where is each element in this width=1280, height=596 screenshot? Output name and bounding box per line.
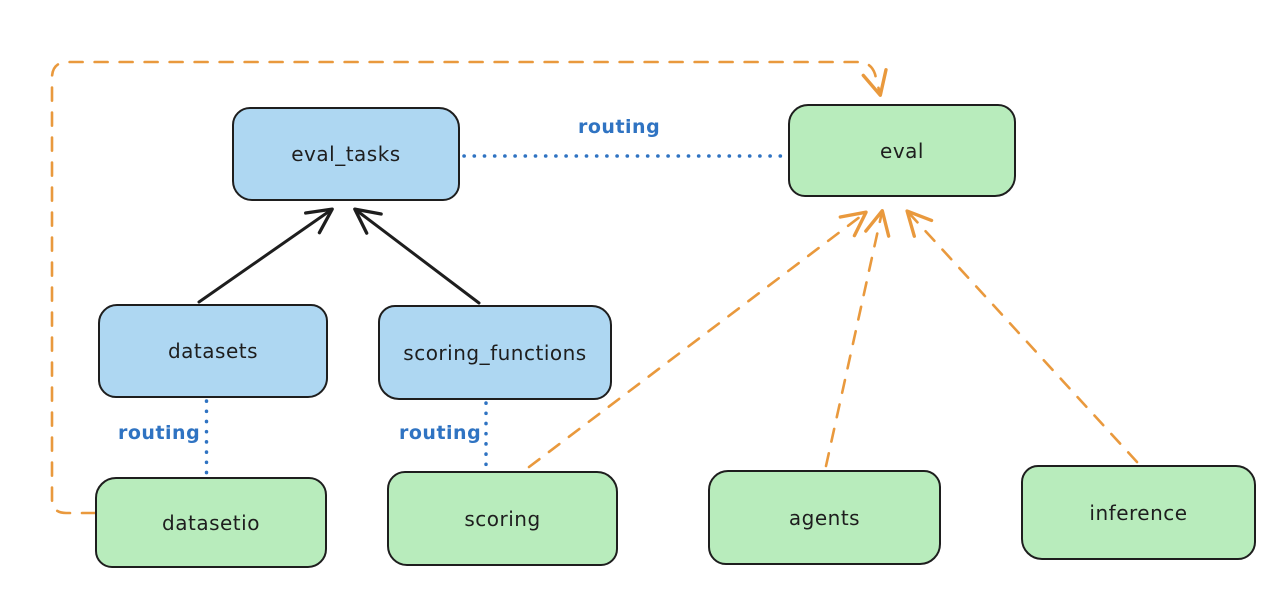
edge-datasets-to-evaltasks-arrow (197, 207, 334, 304)
edge-scoringfunctions-to-evaltasks-arrow (353, 207, 481, 305)
node-inference: inference (1021, 465, 1256, 560)
node-scoring: scoring (387, 471, 618, 566)
node-datasets-label: datasets (167, 339, 259, 363)
node-scoring-functions: scoring_functions (378, 305, 612, 400)
node-agents-label: agents (788, 505, 861, 530)
node-eval-tasks-label: eval_tasks (291, 142, 401, 166)
edge-label-routing-left: routing (118, 422, 201, 444)
node-agents: agents (708, 470, 941, 565)
node-inference-label: inference (1089, 500, 1188, 525)
node-eval-tasks: eval_tasks (232, 107, 460, 201)
node-eval: eval (788, 104, 1016, 197)
edge-label-routing-mid: routing (399, 422, 482, 444)
edge-label-routing-top: routing (578, 116, 661, 138)
node-datasetio-label: datasetio (162, 510, 260, 535)
edge-inference-to-eval-dashed-arrow (905, 209, 1139, 464)
edge-agents-to-eval-dashed-arrow (824, 209, 891, 468)
node-scoring-label: scoring (464, 506, 541, 531)
node-datasets: datasets (98, 304, 328, 398)
node-datasetio: datasetio (95, 477, 327, 568)
edge-datasetio-to-eval-dashed-arrow (50, 60, 888, 515)
node-scoring-functions-label: scoring_functions (403, 340, 587, 365)
node-eval-label: eval (880, 138, 924, 163)
